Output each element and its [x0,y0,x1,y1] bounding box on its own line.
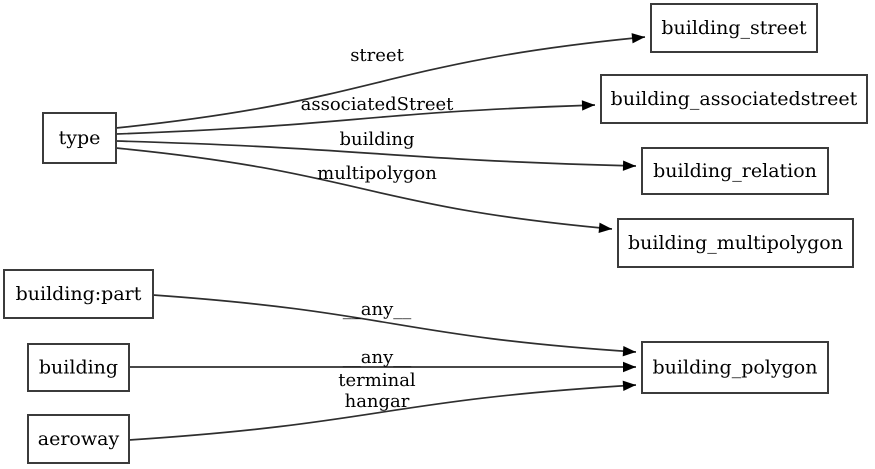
node-box[interactable] [641,341,829,394]
node-label: building:part [16,283,142,305]
node-building[interactable]: building [27,343,130,392]
node-box[interactable] [600,74,868,124]
arrow-head-icon [631,33,645,44]
nodes-layer: type building_street building_associatedst… [3,3,868,464]
edge-label-e5: __any__ [343,299,412,320]
node-label: building_associatedstreet [611,88,858,110]
arrow-head-icon [622,160,636,171]
node-box[interactable] [42,112,117,164]
edge-line [115,104,596,135]
edge-label-e7: terminal [338,370,416,391]
edge-line [115,140,637,167]
edge-type-to-building_street [115,33,646,129]
edge-label-e7-line2: hangar [345,391,410,412]
arrow-head-icon [581,100,595,111]
edge-line [152,294,637,353]
node-label: building_street [661,17,807,39]
edge-label-e6: __any__ [343,347,412,368]
edge-type-to-building_relation [115,140,637,171]
node-building_part[interactable]: building:part [3,269,154,319]
arrow-head-icon [623,361,636,373]
edge-building-to-building_polygon [129,361,636,373]
node-box[interactable] [641,147,829,195]
node-building_street[interactable]: building_street [650,3,818,53]
edge-labels-layer: street associatedStreet building multipolyg… [301,45,454,412]
edge-label-e2: associatedStreet [301,94,454,115]
node-label: building_multipolygon [628,232,843,254]
node-building_polygon[interactable]: building_polygon [641,341,829,394]
edge-building_part-to-building_polygon [152,294,637,357]
node-aeroway[interactable]: aeroway [27,414,130,464]
edges-layer [115,33,646,441]
node-box[interactable] [3,269,154,319]
edge-type-to-building_associatedstreet [115,100,596,135]
edge-line [115,147,613,230]
edge-label-e4: multipolygon [317,163,437,184]
node-building_relation[interactable]: building_relation [641,147,829,195]
node-type[interactable]: type [42,112,117,164]
node-box[interactable] [650,3,818,53]
node-label: building [39,357,118,379]
edge-label-e1: street [350,45,404,66]
node-box[interactable] [617,218,854,268]
node-box[interactable] [27,414,130,464]
edge-aeroway-to-building_polygon [128,380,637,441]
node-box[interactable] [27,343,130,392]
node-label: type [59,127,101,149]
arrow-head-icon [622,345,636,357]
edge-type-to-building_multipolygon [115,147,613,233]
node-label: aeroway [38,428,120,450]
edge-line [128,384,637,441]
edge-line [115,36,646,129]
node-building_associatedstreet[interactable]: building_associatedstreet [600,74,868,124]
edge-label-e3: building [339,129,414,150]
arrow-head-icon [622,380,636,391]
node-building_multipolygon[interactable]: building_multipolygon [617,218,854,268]
arrow-head-icon [598,222,612,233]
node-label: building_polygon [653,357,818,379]
node-label: building_relation [653,160,817,182]
